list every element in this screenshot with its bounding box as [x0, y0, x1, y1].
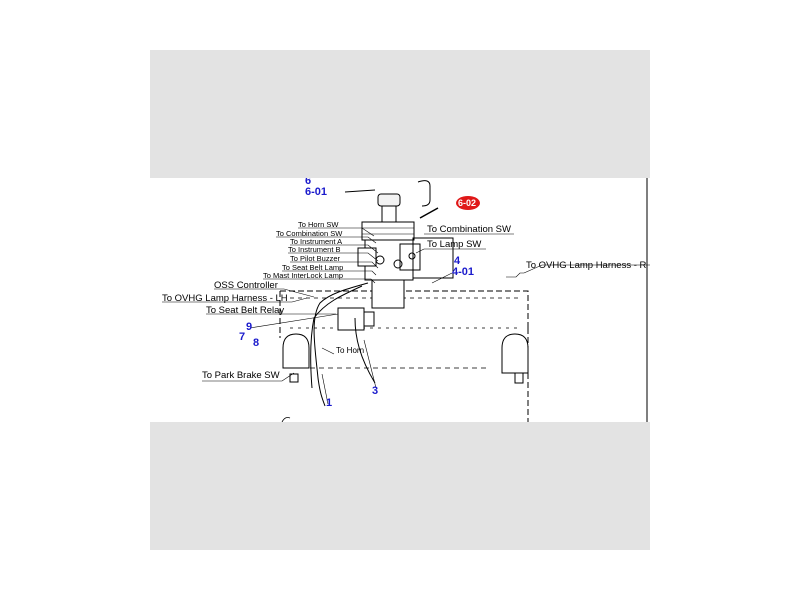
label-to-combination-sw-left: To Combination SW [276, 229, 343, 238]
bottom-gray-band [150, 422, 650, 550]
column-collar [361, 221, 415, 241]
left-bracket [282, 333, 310, 369]
harness-wire-3 [354, 317, 376, 384]
diagram-canvas: To Horn SW To Combination SW To Instrume… [162, 178, 650, 422]
callout-leader [419, 207, 439, 219]
label-to-seat-belt-relay: To Seat Belt Relay [206, 305, 284, 316]
part-number-6: 6 [305, 178, 311, 187]
part-number-3: 3 [372, 385, 378, 397]
part-number-9: 9 [246, 321, 252, 333]
callout-6-02: 6-02 [458, 198, 476, 208]
left-leader-lines [162, 227, 379, 405]
label-to-park-brake-sw: To Park Brake SW [202, 370, 280, 381]
chassis-outline [280, 290, 529, 328]
top-handle-line [344, 189, 376, 193]
label-to-lamp-sw: To Lamp SW [427, 239, 481, 250]
relay-plug [363, 311, 375, 327]
harness-wire-main [313, 282, 369, 407]
right-switch-block [399, 243, 421, 271]
part-number-8: 8 [253, 337, 259, 349]
label-to-instrument-a: To Instrument A [290, 237, 342, 246]
right-bracket [501, 333, 529, 374]
label-to-combination-sw-right: To Combination SW [427, 224, 511, 235]
wiring-diagram: To Horn SW To Combination SW To Instrume… [150, 178, 650, 422]
lamp-switch-box [412, 237, 454, 279]
top-gray-band [150, 50, 650, 178]
column-cap [377, 193, 401, 207]
label-to-ovhg-lamp-harness-left: To OVHG Lamp Harness - LH [162, 293, 288, 304]
label-to-pilot-buzzer: To Pilot Buzzer [290, 254, 341, 263]
left-bracket-tab [289, 373, 299, 383]
callout-bubble [456, 196, 480, 210]
label-to-ovhg-lamp-harness-right: To OVHG Lamp Harness - R [526, 260, 647, 271]
label-oss-controller: OSS Controller [214, 280, 278, 291]
bottom-partial-symbol [281, 417, 291, 422]
seat-belt-relay-box [337, 307, 365, 331]
label-to-horn-sw: To Horn SW [298, 220, 339, 229]
part-number-7: 7 [239, 331, 245, 343]
label-to-horn: To Horn [336, 346, 364, 355]
left-switch-block [357, 247, 377, 267]
part-number-4: 4 [454, 255, 461, 267]
part-number-6-01: 6-01 [305, 186, 327, 198]
harness-wire-2 [310, 285, 363, 389]
part-number-1: 1 [326, 397, 332, 409]
connector-c [408, 252, 416, 260]
column-neck [381, 205, 397, 223]
part-number-4-01: 4-01 [452, 266, 474, 278]
column-base [371, 279, 405, 309]
label-to-mast-interlock-lamp: To Mast InterLock Lamp [263, 271, 343, 280]
label-to-seat-belt-lamp: To Seat Belt Lamp [282, 263, 343, 272]
right-bracket-tab [514, 372, 524, 384]
connector-a [375, 255, 385, 265]
right-leader-lines [415, 233, 650, 284]
label-to-instrument-b: To Instrument B [288, 245, 341, 254]
top-hook [417, 180, 431, 207]
connector-b [393, 259, 403, 269]
